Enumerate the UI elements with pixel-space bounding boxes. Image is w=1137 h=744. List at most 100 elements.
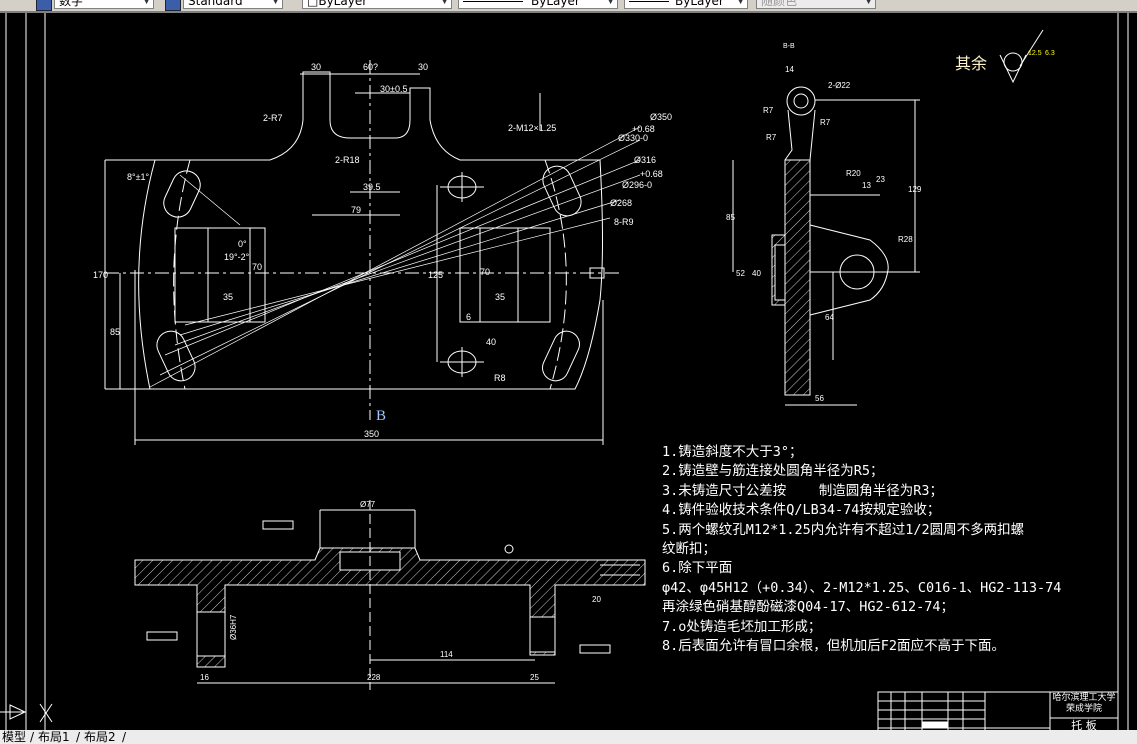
side-view: B-B: [732, 43, 920, 406]
chevron-down-icon: ▼: [143, 0, 150, 6]
drawing-frame: [5, 13, 1129, 730]
dim-label: 39.5: [363, 182, 381, 192]
chevron-down-icon: ▼: [607, 0, 614, 6]
dim-label: 23: [876, 175, 885, 184]
dim-label: 0°: [238, 239, 247, 249]
dimstyle-select[interactable]: 数字▼: [54, 0, 154, 9]
left-pocket: [174, 227, 266, 323]
dim-label: 30: [418, 62, 428, 72]
note-line: 纹断扣；: [662, 541, 716, 558]
dim-label: 16: [200, 673, 209, 682]
dim-label: 40: [752, 269, 761, 278]
dim-label: 52: [736, 269, 745, 278]
chevron-down-icon: ▼: [441, 0, 448, 6]
dim-label: Ø36H7: [229, 614, 238, 640]
dim-label: 85: [726, 213, 735, 222]
dim-label: 2-Ø22: [828, 81, 851, 90]
textstyle-select[interactable]: Standard ▼: [183, 0, 283, 9]
roughness-symbol: 其余 12.5 6.3: [955, 29, 1055, 84]
dim-label: 8-R9: [614, 217, 634, 227]
tab-layout1[interactable]: 布局1: [38, 730, 70, 744]
dim-label: 40: [486, 337, 496, 347]
linetype-select[interactable]: ByLayer▼: [458, 0, 618, 9]
note-line: 8.后表面允许有冒口余根，但机加后F2面应不高于下面。: [662, 638, 1006, 655]
note-line: 6.除下平面: [662, 560, 733, 577]
chevron-down-icon: ▼: [272, 0, 279, 6]
title-block-school: 哈尔滨理工大学 荣成学院: [1050, 693, 1118, 715]
tab-separator: /: [122, 730, 127, 744]
dim-label: R7: [766, 133, 777, 142]
college-name: 荣成学院: [1065, 704, 1102, 714]
lineweight-value: ByLayer: [675, 0, 724, 8]
roughness-value: 12.5: [1028, 50, 1042, 57]
color-swatch-icon: □: [307, 0, 319, 8]
slot-bottom-right: [542, 330, 580, 382]
color-select[interactable]: □ByLayer ▼: [302, 0, 452, 9]
chevron-down-icon: ▼: [737, 0, 744, 6]
tab-model[interactable]: 模型: [2, 730, 27, 744]
color-value: ByLayer: [318, 0, 368, 8]
dim-label: 30: [311, 62, 321, 72]
dim-label: R20: [846, 169, 861, 178]
dim-label: 125: [428, 270, 443, 280]
dim-label: 25: [530, 673, 539, 682]
note-line: 1.铸造斜度不大于3°；: [662, 444, 803, 460]
dim-label: Ø316: [634, 155, 656, 165]
thread-boss: [589, 267, 605, 279]
note-line: 4.铸件验收技术条件Q/LB34-74按规定验收；: [662, 502, 941, 519]
dim-label: +0.68: [632, 124, 655, 134]
dim-label: Ø268: [610, 198, 632, 208]
dim-label: 13: [862, 181, 871, 190]
dim-label: 2-R18: [335, 155, 360, 165]
note-line: 2.铸造壁与筋连接处圆角半径为R5；: [662, 463, 884, 480]
roughness-value: 6.3: [1045, 50, 1055, 57]
dim-label: 30±0.5: [380, 84, 407, 94]
chevron-down-icon: ▼: [865, 0, 872, 6]
part-name: 托 板: [1071, 719, 1097, 732]
linetype-preview: [463, 1, 523, 2]
note-line: 7.o处铸造毛坯加工形成；: [662, 618, 822, 635]
dim-label: R28: [898, 235, 913, 244]
textstyle-value: Standard: [188, 0, 243, 8]
drawing-canvas[interactable]: 60? 30 30 30±0.5 2-R7 2-R18 2-M12×1.25 3…: [0, 13, 1137, 730]
dim-label: R7: [763, 106, 774, 115]
slot-bottom-left: [156, 330, 196, 382]
tab-separator: /: [76, 730, 81, 744]
dim-label: 228: [367, 673, 381, 682]
note-line: φ42、φ45H12（+0.34）、2-M12*1.25、C016-1、HG2-…: [662, 579, 1062, 596]
title-block: [877, 691, 1119, 730]
dimstyle-icon[interactable]: [36, 0, 52, 11]
dim-label: 8°±1°: [127, 172, 150, 182]
dim-label: 60?: [363, 62, 378, 72]
dim-label: 79: [351, 205, 361, 215]
dim-label: +0.68: [640, 169, 663, 179]
view-label-b: B: [376, 408, 386, 424]
plotstyle-value: 随颜色: [761, 0, 798, 8]
lineweight-select[interactable]: ByLayer ▼: [624, 0, 748, 9]
roughness-note: 其余: [955, 54, 987, 73]
dim-label: 6: [466, 312, 471, 322]
note-line: 3.未铸造尺寸公差按 制造圆角半径为R3；: [662, 482, 944, 499]
dim-label: 70: [252, 262, 262, 272]
top-view-dim-labels: 60? 30 30 30±0.5 2-R7 2-R18 2-M12×1.25 3…: [93, 62, 672, 439]
dim-label: 56: [815, 394, 824, 403]
right-pocket: [459, 227, 551, 323]
drawing-svg: 60? 30 30 30±0.5 2-R7 2-R18 2-M12×1.25 3…: [0, 13, 1129, 730]
tab-layout2[interactable]: 布局2: [84, 730, 116, 744]
textstyle-icon[interactable]: [165, 0, 181, 11]
section-label: B-B: [783, 43, 795, 50]
dim-label: Ø330-0: [618, 133, 648, 143]
note-line: 5.两个螺纹孔M12*1.25内允许有不超过1/2圆周不多两扣螺: [662, 521, 1025, 538]
dim-label: 170: [93, 270, 108, 280]
properties-toolbar: 数字▼ Standard ▼ □ByLayer ▼ ByLayer ▼ ByLayer…: [0, 0, 1137, 13]
plotstyle-select[interactable]: 随颜色 ▼: [756, 0, 876, 9]
lineweight-preview: [629, 1, 669, 2]
diameter-leaders: [149, 126, 641, 388]
dim-label: Ø77: [360, 500, 376, 509]
top-view: [104, 60, 641, 445]
dim-label: 85: [110, 327, 120, 337]
school-name: 哈尔滨理工大学: [1052, 693, 1116, 703]
dim-label: Ø350: [650, 112, 672, 122]
layout-tabs: 模型 / 布局1 / 布局2 /: [0, 730, 1137, 744]
dim-label: 19°-2°: [224, 252, 250, 262]
